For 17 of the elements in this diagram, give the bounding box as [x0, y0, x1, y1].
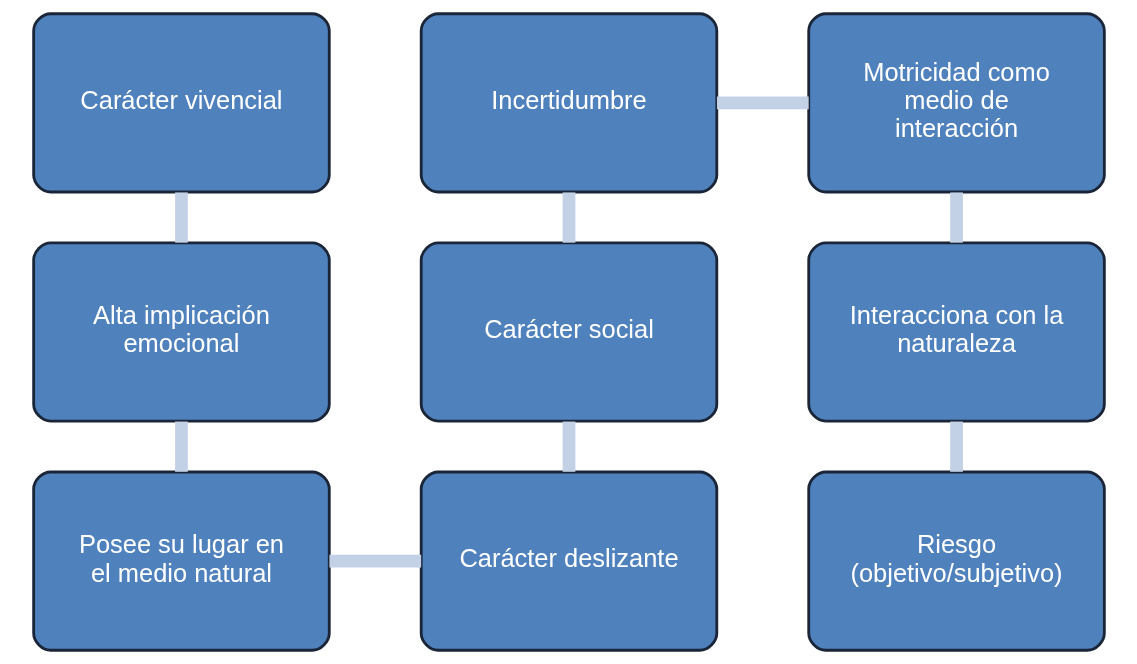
connector [174, 192, 188, 243]
node-box: Posee su lugar en el medio natural [31, 470, 331, 652]
node-box: Carácter social [419, 241, 718, 423]
node-box: Incertidumbre [419, 12, 718, 194]
connector [949, 421, 963, 472]
connector [562, 192, 575, 243]
connector [949, 192, 963, 243]
connector [562, 421, 575, 472]
node-box: Carácter vivencial [31, 12, 331, 194]
node-box: Carácter deslizante [419, 470, 718, 652]
node-box: Motricidad como medio de interacción [806, 12, 1106, 194]
connector [716, 96, 809, 110]
node-box: Riesgo (objetivo/subjetivo) [806, 470, 1106, 652]
connector [174, 421, 188, 472]
node-box: Alta implicación emocional [31, 241, 331, 423]
connector [328, 554, 421, 568]
node-box: Interacciona con la naturaleza [806, 241, 1106, 423]
